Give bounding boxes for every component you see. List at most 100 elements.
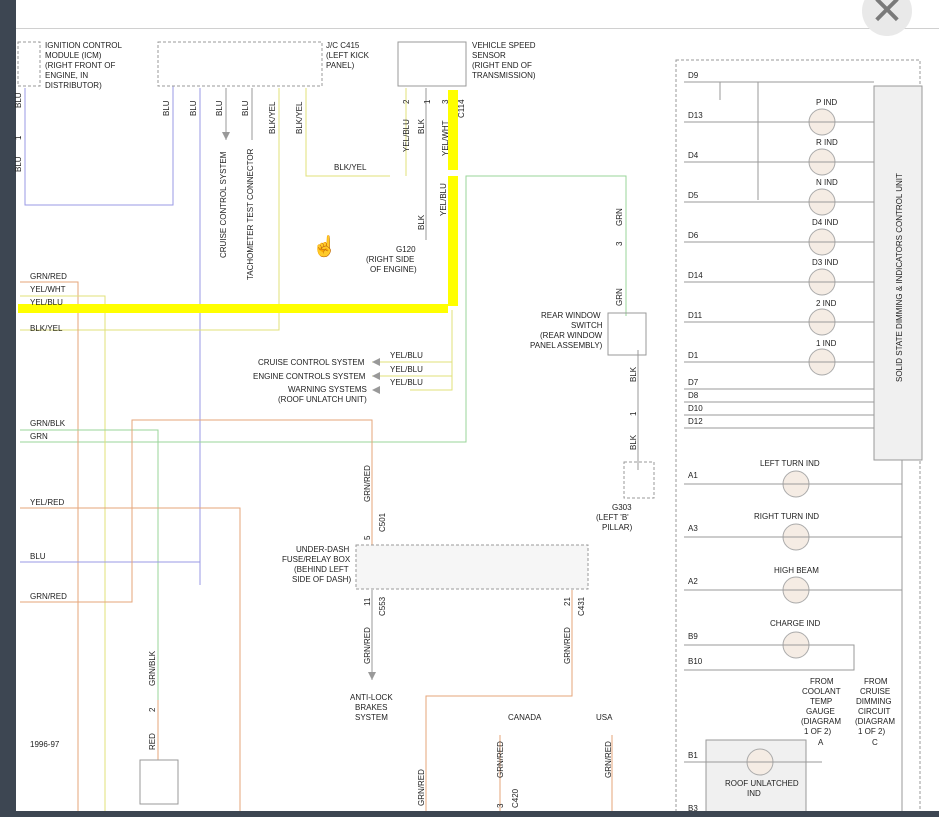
wire-label: YEL/BLU [402,119,411,152]
connector-label: C114 [457,99,466,118]
wire-label-left: YEL/WHT [30,285,66,294]
vss-label-line: (RIGHT END OF [472,61,532,70]
pin-label: D1 [688,351,699,360]
pin-label: D12 [688,417,703,426]
wire-label: GRN [615,288,624,306]
abs-label-line: BRAKES [355,703,387,712]
roof-unlatched-label: IND [747,789,761,798]
pin-label: 1 [629,411,638,416]
pin-label: 5 [363,535,372,540]
wire-label: RED [148,733,157,750]
roof-unlatched-label: ROOF UNLATCHED [725,779,799,788]
g303-label-line: G303 [612,503,632,512]
wire-sys-2 [372,362,453,377]
pin-label: D9 [688,71,699,80]
pin-label: 3 [615,241,624,246]
jc415-box [157,41,323,87]
wire-icm-blu-1 [24,86,174,206]
viewer-top-bar [16,0,939,29]
from-cruise-label: CRUISE [860,687,890,696]
indicator-label: D4 IND [812,218,838,227]
diagram-marker: C [872,738,878,747]
pin-label: A2 [688,577,698,586]
g120-label-line: G120 [396,245,416,254]
g303-box [623,461,655,499]
icm-label-line: MODULE (ICM) [45,51,102,60]
wire-yel-red-left [20,507,241,817]
indicator-label: D3 IND [812,258,838,267]
wire-label: GRN/RED [563,627,572,664]
pin-label: 2 [148,707,157,712]
year-range-label: 1996-97 [30,740,60,749]
connector-label: C420 [511,788,520,808]
indicator-label: N IND [816,178,838,187]
icm-box [17,41,41,87]
control-unit-box [873,85,923,461]
wire-c431 [425,590,573,817]
wire-label: GRN/RED [604,741,613,778]
pin-label: D8 [688,391,699,400]
wire-label-left: GRN/RED [30,592,67,601]
highlighted-wire[interactable] [18,90,458,313]
wire-grn-blk-left [20,429,159,700]
g120-label-line: OF ENGINE) [370,265,417,274]
wire-label: BLU [215,100,224,116]
from-cruise-label: DIMMING [856,697,892,706]
wire-label-left: BLU [30,552,46,561]
wire-label: BLU [189,100,198,116]
g120-label-line: (RIGHT SIDE [366,255,414,264]
pin-label: D4 [688,151,699,160]
wire-label: BLU [241,100,250,116]
pin-label: D5 [688,191,699,200]
vss-label-line: VEHICLE SPEED [472,41,536,50]
icm-label-line: DISTRIBUTOR) [45,81,102,90]
system-cruise-label: CRUISE CONTROL SYSTEM [258,358,365,367]
diagram-marker: A [818,738,824,747]
connector-label: C431 [577,596,586,616]
jc415-label-line: J/C C415 [326,41,360,50]
indicator-lamps [746,108,836,776]
fuse-box [355,544,589,590]
from-cruise-label: 1 OF 2) [858,727,885,736]
connector-label: C501 [378,512,387,532]
fuse-box-label-line: UNDER-DASH [296,545,350,554]
wire-label: GRN/RED [363,465,372,502]
wire-label-left: BLK/YEL [30,324,63,333]
wire-label: BLK [417,214,426,230]
tach-vertical-label: TACHOMETER TEST CONNECTOR [246,148,255,280]
connector-label: C553 [378,596,387,616]
control-unit-label: SOLID STATE DIMMING & INDICATORS CONTROL… [895,173,904,382]
wire-label: GRN/RED [363,627,372,664]
jc415-label-line: (LEFT KICK [326,51,370,60]
close-button[interactable]: ✕ [862,0,912,36]
pin-label: D13 [688,111,703,120]
rws-label-line: PANEL ASSEMBLY) [530,341,603,350]
wire-grn-red-bottom [20,419,373,603]
wire-label: GRN [615,208,624,226]
pin-label: A3 [688,524,698,533]
wire-label-left: GRN [30,432,48,441]
viewer-frame-left [0,0,16,817]
rws-label-line: REAR WINDOW [541,311,601,320]
fuse-box-label-line: (BEHIND LEFT [294,565,349,574]
cruise-vertical-label: CRUISE CONTROL SYSTEM [219,151,228,258]
pin-label: D7 [688,378,699,387]
from-coolant-label: GAUGE [806,707,835,716]
jc415-label-line: PANEL) [326,61,355,70]
wire-grn-red-left [20,281,79,817]
wire-yel-wht-left [20,295,106,817]
wire-label: GRN/RED [417,769,426,806]
pin-label: B3 [688,804,698,813]
pin-label: D14 [688,271,703,280]
wire-label: YEL/BLU [390,351,423,360]
fuse-box-label-line: FUSE/RELAY BOX [282,555,351,564]
wire-label: GRN/RED [496,741,505,778]
wire-label: BLK [629,366,638,382]
indicator-label: RIGHT TURN IND [754,512,819,521]
rws-label-line: (REAR WINDOW [540,331,603,340]
viewer-frame-bottom [0,811,939,817]
wire-label: BLK/YEL [268,101,277,134]
g303-label-line: (LEFT 'B' [596,513,629,522]
pin-label: 3 [441,99,450,104]
